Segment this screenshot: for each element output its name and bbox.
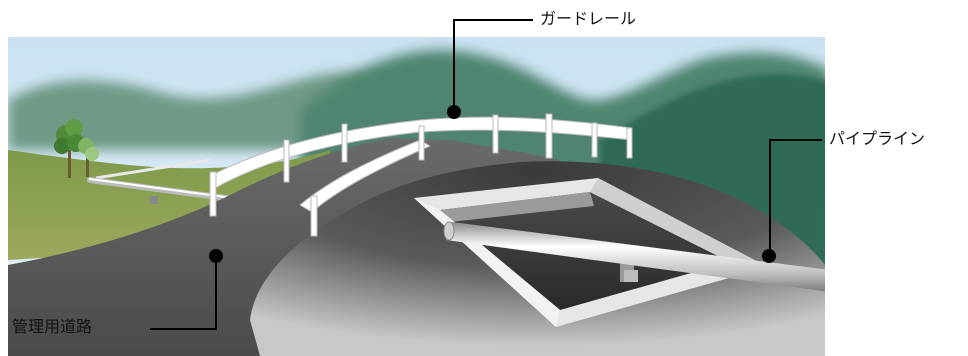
- guardrail-marker: [447, 105, 461, 119]
- leader-lines: [150, 19, 822, 330]
- main-pipeline: [443, 221, 825, 292]
- road-marker: [209, 249, 223, 263]
- guardrail-label: ガードレール: [540, 9, 637, 28]
- guardrail-leader: [453, 19, 533, 112]
- pipeline-label: パイプライン: [829, 129, 926, 148]
- trees: [54, 119, 99, 178]
- pipeline-marker: [762, 249, 776, 263]
- road-leader: [150, 256, 217, 330]
- guardrail: [209, 113, 633, 237]
- pipeline-leader: [769, 139, 822, 256]
- management-road-label: 管理用道路: [12, 317, 93, 336]
